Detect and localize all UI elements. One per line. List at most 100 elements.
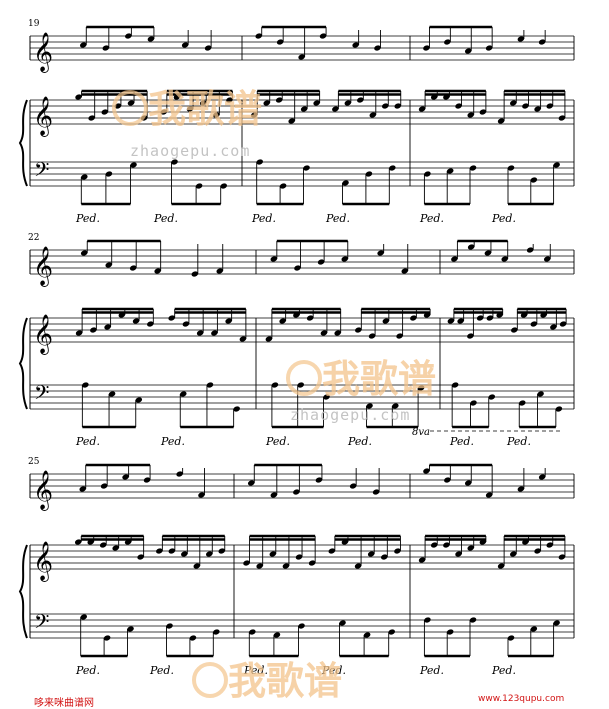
melody-notehead bbox=[423, 468, 430, 474]
pedal-mark: Ped. bbox=[347, 435, 372, 448]
piano-rh-notehead bbox=[75, 94, 82, 100]
melody-notehead bbox=[349, 483, 357, 489]
piano-rh-notehead bbox=[522, 103, 529, 109]
melody-notehead bbox=[464, 48, 472, 54]
melody-notehead bbox=[276, 39, 284, 45]
melody-notehead bbox=[501, 256, 509, 262]
piano-lh-notehead bbox=[127, 626, 134, 632]
piano-rh-notehead bbox=[558, 115, 566, 121]
piano-rh-notehead bbox=[239, 336, 247, 342]
piano-rh-notehead bbox=[211, 330, 218, 336]
piano-lh-notehead bbox=[553, 620, 560, 626]
pedal-mark: Ped. bbox=[321, 664, 346, 677]
melody-notehead bbox=[294, 265, 301, 271]
piano-rh-notehead bbox=[90, 327, 97, 333]
piano-lh-notehead bbox=[388, 629, 396, 635]
measure-number: 25 bbox=[28, 457, 40, 467]
piano-lh-notehead bbox=[105, 171, 113, 177]
staves-layer bbox=[18, 35, 575, 639]
pedal-mark: Ped. bbox=[160, 435, 185, 448]
melody-notehead bbox=[315, 477, 323, 483]
melody-notehead bbox=[317, 259, 325, 265]
melody-notehead bbox=[191, 271, 199, 277]
piano-lh-notehead bbox=[80, 174, 88, 180]
piano-rh-notehead bbox=[394, 103, 402, 109]
pedal-mark: Ped. bbox=[265, 435, 290, 448]
piano-lh-notehead bbox=[248, 629, 256, 635]
piano-rh-notehead bbox=[354, 563, 362, 569]
piano-rh-notehead bbox=[282, 563, 290, 569]
melody-notehead bbox=[122, 474, 129, 480]
melody-notehead bbox=[352, 42, 359, 48]
melody-notehead bbox=[147, 36, 155, 42]
piano-lh-notehead bbox=[135, 397, 143, 403]
piano-rh-notehead bbox=[457, 318, 464, 324]
piano-lh-notehead bbox=[171, 159, 178, 165]
footer-site-url[interactable]: www.123qupu.com bbox=[478, 694, 565, 704]
piano-rh-notehead bbox=[101, 109, 109, 115]
treble-clef-icon: 𝄞 bbox=[33, 470, 53, 511]
piano-rh-notehead bbox=[263, 100, 271, 106]
watermark-logo: 我歌谱 bbox=[148, 87, 262, 131]
notes-layer: 𝄞𝄞𝄢𝄞𝄞𝄢𝄞𝄞𝄢 bbox=[33, 25, 567, 658]
pedal-mark: Ped. bbox=[419, 212, 444, 225]
piano-lh-notehead bbox=[279, 183, 287, 189]
melody-notehead bbox=[298, 54, 305, 60]
piano-rh-notehead bbox=[511, 327, 518, 333]
piano-rh-notehead bbox=[181, 551, 188, 557]
piano-rh-notehead bbox=[265, 336, 273, 342]
piano-lh-notehead bbox=[103, 635, 111, 641]
pedal-mark: Ped. bbox=[491, 212, 516, 225]
measure-number: 22 bbox=[28, 233, 39, 243]
melody-notehead bbox=[129, 265, 137, 271]
treble-clef-icon: 𝄞 bbox=[33, 314, 53, 355]
piano-lh-notehead bbox=[553, 162, 560, 168]
piano-rh-notehead bbox=[196, 330, 204, 336]
piano-rh-notehead bbox=[288, 118, 295, 124]
piano-lh-notehead bbox=[530, 177, 538, 183]
piano-rh-notehead bbox=[88, 115, 95, 121]
melody-notehead bbox=[444, 477, 451, 483]
piano-rh-notehead bbox=[355, 327, 362, 333]
piano-rh-notehead bbox=[256, 563, 263, 569]
piano-rh-notehead bbox=[269, 551, 277, 557]
piano-rh-notehead bbox=[368, 333, 376, 339]
piano-lh-notehead bbox=[366, 403, 373, 409]
melody-notehead bbox=[270, 256, 278, 262]
measure-number: 19 bbox=[28, 19, 40, 29]
piano-lh-notehead bbox=[507, 165, 515, 171]
piano-rh-notehead bbox=[225, 318, 232, 324]
piano-lh-notehead bbox=[195, 183, 203, 189]
piano-lh-notehead bbox=[488, 394, 496, 400]
melody-notehead bbox=[485, 45, 493, 51]
piano-lh-notehead bbox=[206, 382, 214, 388]
melody-notehead bbox=[255, 33, 263, 39]
piano-rh-notehead bbox=[243, 560, 250, 566]
piano-lh-notehead bbox=[424, 617, 431, 623]
piano-lh-notehead bbox=[189, 635, 197, 641]
melody-notehead bbox=[154, 268, 161, 274]
pedal-mark: Ped. bbox=[325, 212, 350, 225]
melody-notehead bbox=[526, 247, 534, 253]
piano-rh-notehead bbox=[367, 551, 375, 557]
piano-lh-notehead bbox=[518, 400, 526, 406]
piano-lh-notehead bbox=[108, 391, 116, 397]
melody-notehead bbox=[543, 256, 551, 262]
piano-rh-notehead bbox=[75, 330, 83, 336]
piano-brace bbox=[18, 544, 28, 639]
pedal-mark: Ped. bbox=[149, 664, 174, 677]
pedal-mark: Ped. bbox=[153, 212, 178, 225]
piano-lh-notehead bbox=[82, 382, 89, 388]
watermark-url: zhaogepu.com bbox=[290, 406, 410, 424]
piano-rh-notehead bbox=[382, 318, 390, 324]
piano-lh-notehead bbox=[130, 162, 137, 168]
piano-rh-notehead bbox=[334, 330, 341, 336]
melody-notehead bbox=[467, 244, 475, 250]
melody-notehead bbox=[293, 489, 300, 495]
piano-rh-notehead bbox=[550, 324, 557, 330]
piano-rh-notehead bbox=[156, 548, 163, 554]
piano-lh-notehead bbox=[256, 159, 264, 165]
piano-rh-notehead bbox=[476, 315, 484, 321]
piano-lh-notehead bbox=[80, 614, 88, 620]
